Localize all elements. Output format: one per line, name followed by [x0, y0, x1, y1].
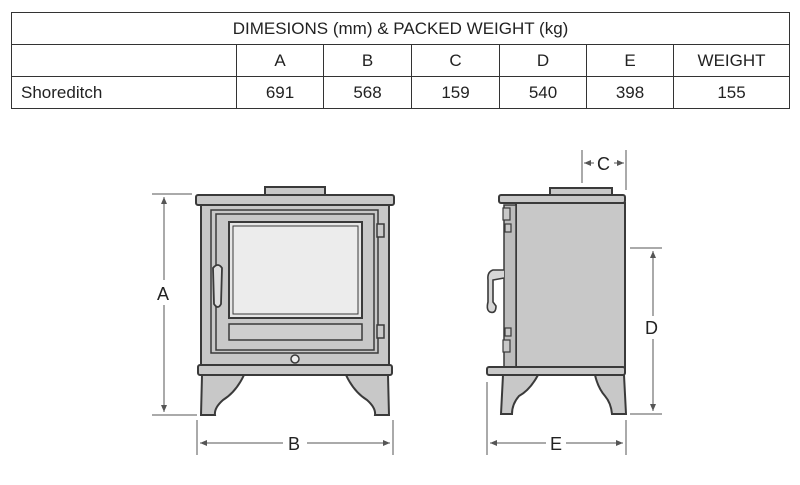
dimension-e	[486, 382, 627, 455]
leg-left	[199, 374, 246, 416]
side-top-plate	[498, 194, 626, 204]
value-c: 159	[411, 76, 500, 109]
label-d: D	[645, 318, 658, 338]
table-title: DIMESIONS (mm) & PACKED WEIGHT (kg)	[10, 12, 791, 45]
model-name: Shoreditch	[11, 76, 237, 109]
side-handle	[486, 269, 505, 314]
side-hinge-bottom	[502, 339, 511, 353]
side-view-stove	[486, 187, 628, 415]
dimension-c	[581, 150, 627, 190]
header-blank	[11, 44, 237, 77]
base-plinth	[197, 364, 393, 376]
header-b: B	[323, 44, 412, 77]
door-handle	[212, 264, 223, 308]
value-d: 540	[499, 76, 587, 109]
front-view-stove	[195, 186, 395, 416]
side-leg-front	[499, 374, 540, 415]
dimensions-table: DIMESIONS (mm) & PACKED WEIGHT (kg) A B …	[10, 12, 791, 109]
glass-inner	[232, 225, 359, 315]
air-control-knob	[290, 354, 300, 364]
dimension-d	[630, 247, 662, 415]
side-hinge-top	[502, 207, 511, 221]
label-a: A	[157, 284, 169, 304]
hinge-top	[376, 223, 385, 238]
value-b: 568	[323, 76, 412, 109]
door-frame	[210, 209, 379, 354]
air-wash-panel	[228, 323, 363, 341]
table-row: Shoreditch 691 568 159 540 398 155	[11, 76, 791, 109]
leg-right	[344, 374, 391, 416]
side-detail-1	[504, 223, 512, 233]
side-body	[515, 202, 626, 369]
side-leg-back	[593, 374, 628, 415]
header-weight: WEIGHT	[672, 44, 791, 77]
top-plate	[195, 194, 395, 206]
dimension-a	[152, 193, 197, 416]
side-base-plinth	[486, 366, 626, 376]
table-header-row: A B C D E WEIGHT	[11, 44, 791, 77]
table-title-row: DIMESIONS (mm) & PACKED WEIGHT (kg)	[10, 12, 791, 45]
side-detail-2	[504, 327, 512, 337]
label-c: C	[597, 154, 610, 174]
dimension-b	[196, 420, 394, 455]
value-a: 691	[236, 76, 324, 109]
hinge-bottom	[376, 324, 385, 339]
label-e: E	[550, 434, 562, 454]
value-e: 398	[586, 76, 674, 109]
value-weight: 155	[672, 76, 791, 109]
label-b: B	[288, 434, 300, 454]
